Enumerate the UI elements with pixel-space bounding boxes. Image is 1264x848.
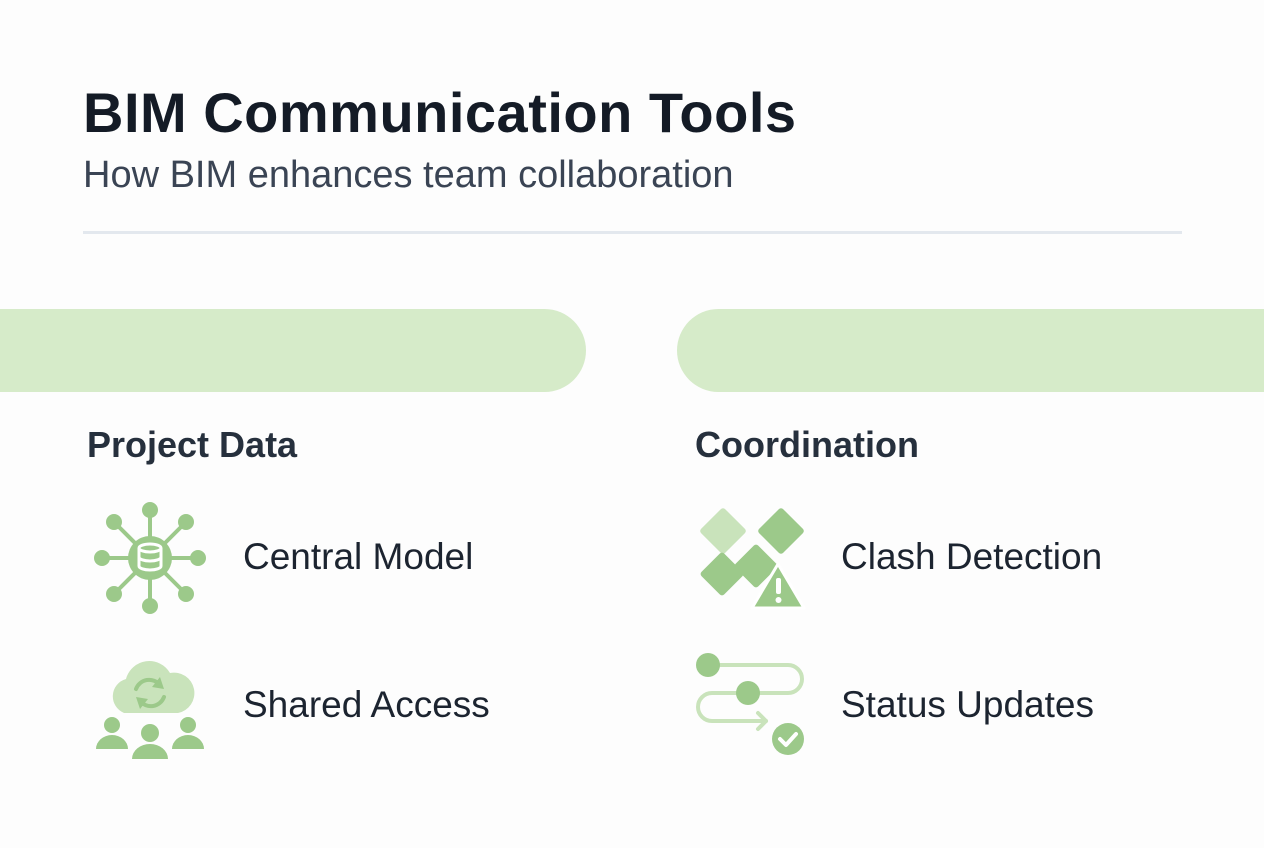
header-divider [83, 231, 1182, 234]
item-label-clash-detection: Clash Detection [841, 536, 1103, 577]
item-label-status-updates: Status Updates [841, 684, 1094, 725]
page-subtitle: How BIM enhances team collaboration [83, 154, 734, 196]
section-heading-coordination: Coordination [695, 424, 919, 465]
section-band-coordination [677, 309, 1264, 392]
clash-warning-icon [692, 500, 812, 620]
workflow-check-icon [692, 645, 812, 765]
central-model-network-icon [90, 498, 210, 618]
item-label-shared-access: Shared Access [243, 684, 490, 725]
section-band-project-data [0, 309, 586, 392]
section-heading-project-data: Project Data [87, 424, 298, 465]
page-title: BIM Communication Tools [83, 81, 797, 144]
item-label-central-model: Central Model [243, 536, 474, 577]
cloud-sync-team-icon [90, 645, 210, 765]
